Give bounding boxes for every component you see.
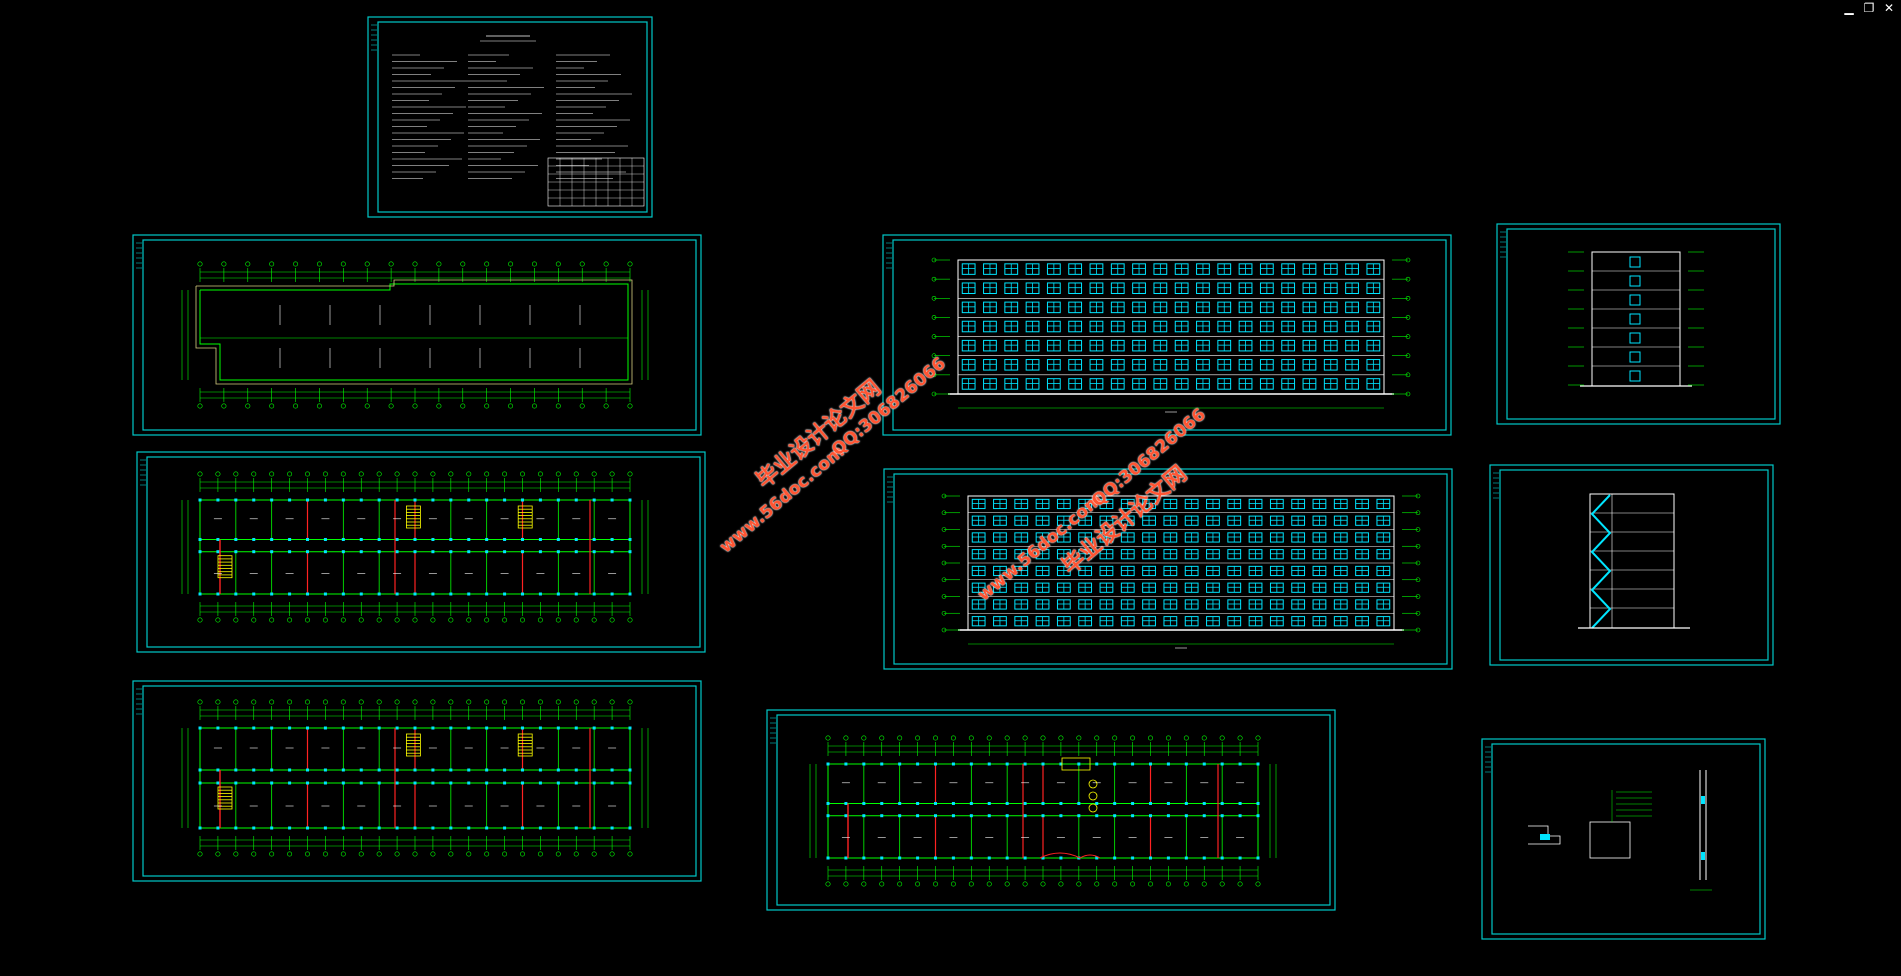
- sheet-wall-details[interactable]: [1481, 738, 1766, 940]
- sheet-front-elevation[interactable]: [882, 234, 1452, 436]
- restore-icon[interactable]: ❐: [1863, 1, 1875, 15]
- minimize-icon[interactable]: ▁: [1844, 1, 1854, 15]
- window-controls: ▁ ❐ ✕: [1843, 2, 1895, 14]
- sheet-rear-elevation[interactable]: [883, 468, 1453, 670]
- sheet-roof-plan[interactable]: [132, 234, 702, 436]
- sheet-floor-plan-upper[interactable]: [136, 451, 706, 653]
- sheet-ground-floor-plan[interactable]: [766, 709, 1336, 911]
- close-icon[interactable]: ✕: [1883, 1, 1895, 15]
- sheet-design-notes[interactable]: [367, 16, 653, 218]
- sheet-floor-plan-typical[interactable]: [132, 680, 702, 882]
- sheet-side-elevation[interactable]: [1496, 223, 1781, 425]
- sheet-section[interactable]: [1489, 464, 1774, 666]
